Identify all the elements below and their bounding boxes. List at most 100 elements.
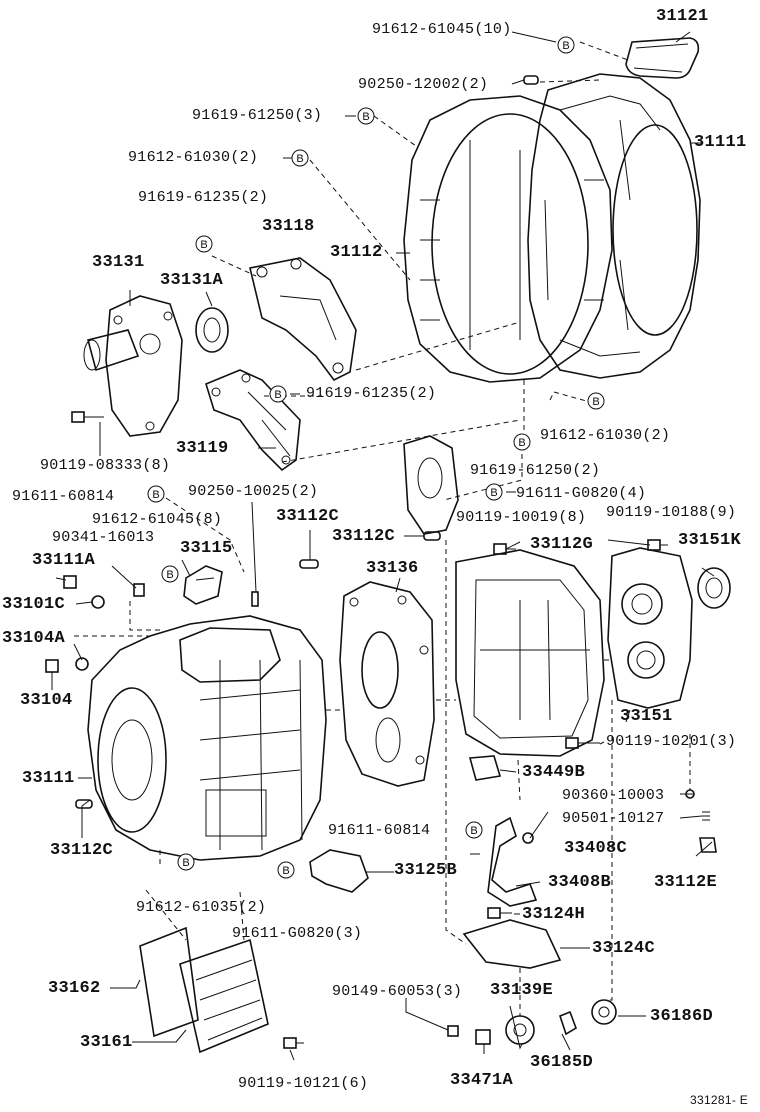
svg-text:B: B <box>200 239 207 251</box>
label-90119-10188: 90119-10188(9) <box>606 504 737 521</box>
bolt-markers: B B B B B B B B B B B B B <box>147 36 605 879</box>
label-33408C: 33408C <box>564 839 628 858</box>
svg-text:B: B <box>182 857 189 869</box>
label-91612-61045-8: 91612-61045(8) <box>92 511 223 528</box>
label-33139E: 33139E <box>490 981 554 1000</box>
part-33161-cover <box>179 938 269 1054</box>
part-bolt-90119-08333 <box>71 411 104 423</box>
label-33408B: 33408B <box>548 873 612 892</box>
label-91619-61235: 91619-61235(2) <box>138 189 269 206</box>
label-33162: 33162 <box>48 979 101 998</box>
label-91612-61045: 91612-61045(10) <box>372 21 512 38</box>
label-33125B: 33125B <box>394 861 458 880</box>
label-33124H: 33124H <box>522 905 586 924</box>
label-33124C: 33124C <box>592 939 656 958</box>
part-33124-parts <box>462 907 562 969</box>
bolt-marker: B <box>357 107 375 125</box>
part-33131-cover <box>83 295 183 437</box>
label-90250-10025: 90250-10025(2) <box>188 483 319 500</box>
label-33112C-bottom: 33112C <box>50 841 114 860</box>
label-33136: 33136 <box>366 559 419 578</box>
bolt-marker: B <box>291 149 309 167</box>
label-90341-16013: 90341-16013 <box>52 529 155 546</box>
svg-text:B: B <box>470 825 477 837</box>
label-33101C: 33101C <box>2 595 66 614</box>
label-91619-61250: 91619-61250(3) <box>192 107 323 124</box>
label-91619-61235-b: 91619-61235(2) <box>306 385 437 402</box>
bolt-marker: B <box>161 565 179 583</box>
label-36186D: 36186D <box>650 1007 714 1026</box>
bolt-marker: B <box>177 853 195 871</box>
svg-text:B: B <box>562 40 569 52</box>
label-33104: 33104 <box>20 691 73 710</box>
label-33112G: 33112G <box>530 535 594 554</box>
part-33408B-sensor <box>487 816 538 907</box>
bolt-marker: B <box>277 861 295 879</box>
part-bolts-bottom <box>283 999 617 1049</box>
svg-text:B: B <box>490 487 497 499</box>
label-90360-10003: 90360-10003 <box>562 787 665 804</box>
label-33104A: 33104A <box>2 629 66 648</box>
label-91611-60814-b: 91611-60814 <box>328 822 431 839</box>
bolt-marker: B <box>269 385 287 403</box>
part-adapter-upper <box>403 435 459 535</box>
part-33119-bracket <box>205 369 301 472</box>
bolt-marker: B <box>485 483 503 501</box>
label-91619-61250-b: 91619-61250(2) <box>470 462 601 479</box>
bolt-marker: B <box>557 36 575 54</box>
svg-text:B: B <box>362 111 369 123</box>
label-33471A: 33471A <box>450 1071 514 1090</box>
label-91611-60814: 91611-60814 <box>12 488 115 505</box>
bolt-marker: B <box>587 392 605 410</box>
label-31112: 31112 <box>330 243 383 262</box>
part-33136-plate <box>339 581 435 787</box>
label-33111A: 33111A <box>32 551 96 570</box>
bolt-marker: B <box>513 433 531 451</box>
label-31121: 31121 <box>656 7 709 26</box>
label-90119-10201: 90119-10201(3) <box>606 733 737 750</box>
part-31112-bell-housing <box>403 95 613 383</box>
svg-text:B: B <box>166 569 173 581</box>
label-33151K: 33151K <box>678 531 742 550</box>
label-91612-61030-b: 91612-61030(2) <box>540 427 671 444</box>
label-90250-12002: 90250-12002(2) <box>358 76 489 93</box>
bolt-marker: B <box>147 485 165 503</box>
svg-text:B: B <box>282 865 289 877</box>
diagram-id: 331281- E <box>690 1093 749 1107</box>
label-90119-10121: 90119-10121(6) <box>238 1075 369 1092</box>
label-90119-08333: 90119-08333(8) <box>40 457 171 474</box>
bolt-marker: B <box>195 235 213 253</box>
part-33449B <box>468 755 502 781</box>
svg-text:B: B <box>592 396 599 408</box>
part-31121-cover <box>625 37 700 79</box>
label-90149-60053: 90149-60053(3) <box>332 983 463 1000</box>
svg-text:B: B <box>518 437 525 449</box>
label-91612-61030: 91612-61030(2) <box>128 149 259 166</box>
label-91611-G0820-4: 91611-G0820(4) <box>516 485 647 502</box>
label-90119-10019: 90119-10019(8) <box>456 509 587 526</box>
part-33131A-seal <box>195 307 229 353</box>
label-90501-10127: 90501-10127 <box>562 810 665 827</box>
label-31111: 31111 <box>694 133 747 152</box>
svg-text:B: B <box>152 489 159 501</box>
label-33112C-mid: 33112C <box>332 527 396 546</box>
part-33115-bracket <box>183 565 223 605</box>
part-33118-bracket <box>249 257 357 382</box>
part-33125B-bracket <box>309 849 369 893</box>
label-33115: 33115 <box>180 539 233 558</box>
part-bolts-right <box>493 539 717 853</box>
label-33112E: 33112E <box>654 873 718 892</box>
label-33161: 33161 <box>80 1033 133 1052</box>
label-33449B: 33449B <box>522 763 586 782</box>
label-33151: 33151 <box>620 707 673 726</box>
leader-lines <box>51 31 715 1061</box>
label-33111: 33111 <box>22 769 75 788</box>
part-33162-gasket <box>139 926 199 1038</box>
part-33151-cover <box>607 547 693 709</box>
label-33131A: 33131A <box>160 271 224 290</box>
label-33119: 33119 <box>176 439 229 458</box>
svg-text:B: B <box>274 389 281 401</box>
part-31111-housing <box>527 73 701 379</box>
part-33151K-seal <box>697 567 731 609</box>
